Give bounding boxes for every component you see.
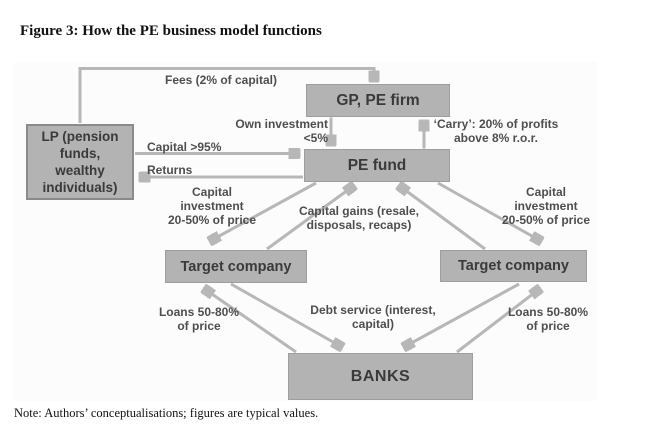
node-banks: BANKS xyxy=(288,353,473,400)
edge-label-capital-investment-right: Capital investment 20-50% of price xyxy=(501,185,591,227)
node-gp-pe-firm: GP, PE firm xyxy=(306,84,450,117)
edge-label-returns: Returns xyxy=(147,163,193,177)
node-target-company-left: Target company xyxy=(165,250,307,283)
edge-label-capital-investment-left: Capital investment 20-50% of price xyxy=(167,185,257,227)
node-pe-fund: PE fund xyxy=(304,149,450,182)
edge-label-carry: ‘Carry’: 20% of profits above 8% r.o.r. xyxy=(433,117,559,145)
figure-note: Note: Authors’ conceptualisations; figur… xyxy=(14,406,319,420)
node-target-company-right: Target company xyxy=(440,250,587,282)
edge-label-capital-gains: Capital gains (resale, disposals, recaps… xyxy=(298,204,420,232)
edge-label-capital: Capital >95% xyxy=(147,140,222,154)
edge-label-loans-right: Loans 50-80% of price xyxy=(507,305,589,333)
edge-label-loans-left: Loans 50-80% of price xyxy=(158,305,240,333)
node-lp: LP (pension funds, wealthy individuals) xyxy=(26,124,134,200)
edge-label-own-investment: Own investment <5% xyxy=(235,117,328,145)
edge-label-fees: Fees (2% of capital) xyxy=(164,73,278,87)
edge-label-debt-service: Debt service (interest, capital) xyxy=(310,303,436,331)
figure-title: Figure 3: How the PE business model func… xyxy=(20,23,322,39)
